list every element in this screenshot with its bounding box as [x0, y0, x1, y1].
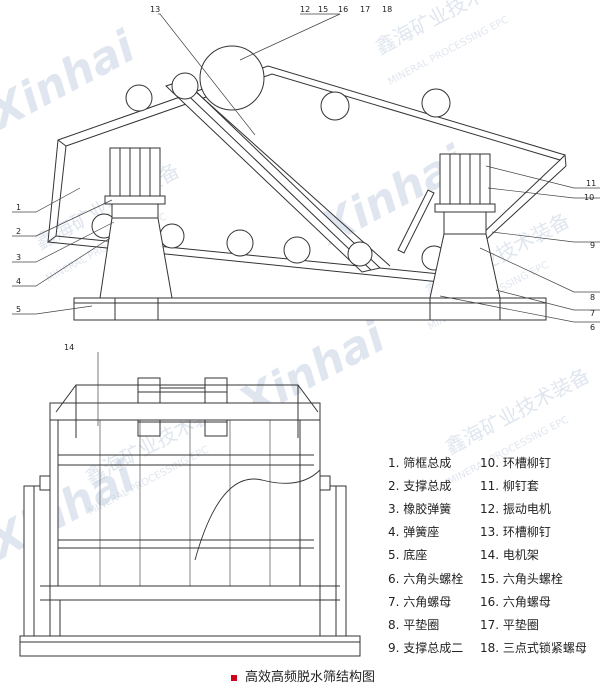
callout-18: 18: [382, 5, 392, 14]
legend-item: 4. 弹簧座: [388, 525, 440, 540]
caption-bullet-icon: [230, 674, 237, 681]
support-assembly-left: [99, 147, 173, 299]
callout-7: 7: [590, 309, 595, 318]
parts-legend: 1. 筛框总成 10. 环槽柳钉 2. 支撑总成 11. 柳钉套 3. 橡胶弹簧 12. …: [388, 451, 603, 659]
legend-item: 16. 六角螺母: [480, 594, 551, 609]
base: [73, 297, 547, 321]
legend-item: 17. 平垫圈: [480, 617, 539, 632]
legend-row: 8. 平垫圈 17. 平垫圈: [388, 613, 603, 636]
legend-row: 1. 筛框总成 10. 环槽柳钉: [388, 451, 603, 474]
callout-3: 3: [16, 253, 21, 262]
side-view: [47, 45, 567, 321]
figure-caption: 高效高频脱水筛结构图: [0, 666, 606, 685]
vibration-motor: [199, 45, 265, 111]
end-view: [19, 377, 361, 657]
legend-item: 12. 振动电机: [480, 502, 551, 517]
legend-item: 8. 平垫圈: [388, 617, 440, 632]
legend-row: 3. 橡胶弹簧 12. 振动电机: [388, 497, 603, 520]
legend-item: 5. 底座: [388, 548, 428, 563]
callout-14: 14: [64, 343, 74, 352]
legend-item: 15. 六角头螺栓: [480, 571, 563, 586]
watermark-logo: Xinhai: [0, 451, 144, 571]
legend-item: 6. 六角头螺栓: [388, 571, 464, 586]
callout-2: 2: [16, 227, 21, 236]
legend-item: 13. 环槽柳钉: [480, 525, 551, 540]
legend-item: 7. 六角螺母: [388, 594, 452, 609]
legend-row: 2. 支撑总成 11. 柳钉套: [388, 474, 603, 497]
callout-17: 17: [360, 5, 370, 14]
callout-11: 11: [586, 179, 596, 188]
legend-row: 9. 支撑总成二 18. 三点式锁紧螺母: [388, 636, 603, 659]
legend-item: 9. 支撑总成二: [388, 640, 464, 655]
support-assembly-right: [429, 153, 501, 299]
legend-row: 7. 六角螺母 16. 六角螺母: [388, 590, 603, 613]
callout-6: 6: [590, 323, 595, 332]
end-view-left-support: [23, 475, 51, 657]
legend-item: 1. 筛框总成: [388, 456, 452, 471]
callout-10: 10: [584, 193, 594, 202]
legend-item: 14. 电机架: [480, 548, 539, 563]
end-view-right-support: [319, 475, 347, 657]
end-view-base: [19, 585, 361, 657]
side-view-leaders: [12, 13, 600, 323]
callout-15: 15: [318, 5, 328, 14]
legend-row: 4. 弹簧座 13. 环槽柳钉: [388, 520, 603, 543]
callout-13: 13: [150, 5, 160, 14]
callout-8: 8: [590, 293, 595, 302]
callout-1: 1: [16, 203, 21, 212]
legend-item: 18. 三点式锁紧螺母: [480, 640, 587, 655]
legend-item: 11. 柳钉套: [480, 479, 539, 494]
caption-text: 高效高频脱水筛结构图: [244, 670, 375, 685]
legend-item: 2. 支撑总成: [388, 479, 452, 494]
callout-12: 12: [300, 5, 310, 14]
legend-item: 10. 环槽柳钉: [480, 456, 551, 471]
callout-5: 5: [16, 305, 21, 314]
legend-item: 3. 橡胶弹簧: [388, 502, 452, 517]
callout-16: 16: [338, 5, 348, 14]
callout-4: 4: [16, 277, 21, 286]
side-view-callouts: 1 2 3 4 5 13 12 15 16 17 18 11 10 9 8 7 …: [16, 5, 596, 332]
legend-row: 6. 六角头螺栓 15. 六角头螺栓: [388, 566, 603, 589]
callout-9: 9: [590, 241, 595, 250]
legend-row: 5. 底座 14. 电机架: [388, 543, 603, 566]
